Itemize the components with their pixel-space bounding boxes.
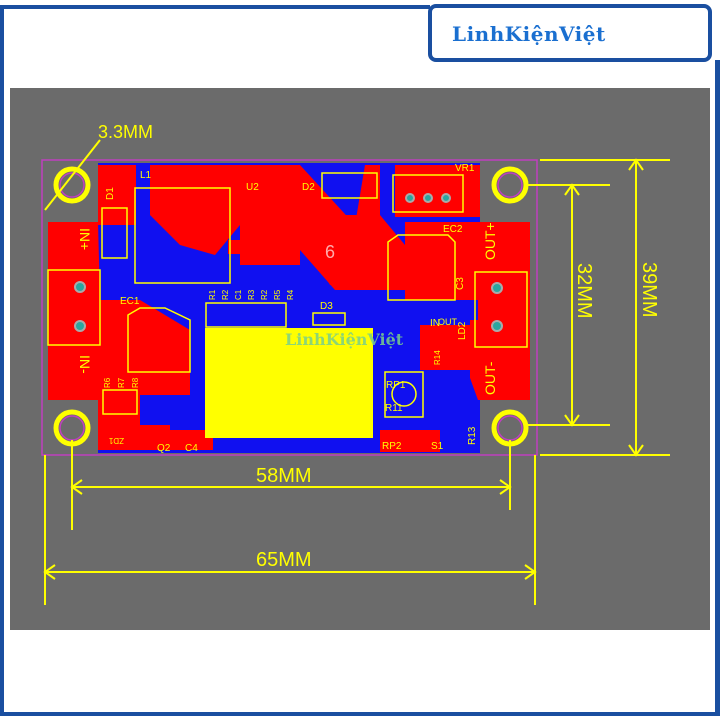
label-r5: R5: [273, 289, 282, 300]
frame-border-left: [0, 5, 4, 715]
dim-label-65: 65MM: [256, 549, 312, 571]
label-r14: R14: [433, 350, 442, 365]
label-c3: C3: [455, 277, 466, 290]
board-outline: [41, 159, 538, 456]
top-copper: [48, 165, 530, 452]
dim-label-58: 58MM: [256, 465, 312, 487]
logo-text: LinhKiệnViệt: [452, 22, 606, 46]
label-ec2: EC2: [443, 224, 463, 235]
switch-outline: [384, 371, 424, 418]
hole-bottom-right: [491, 409, 529, 447]
hole-bottom-left: [53, 409, 91, 447]
dim-label-32: 32MM: [573, 263, 595, 319]
hole-top-left: [53, 166, 91, 204]
label-ec1: EC1: [120, 296, 140, 307]
label-ld2: LD2: [457, 321, 468, 340]
label-c1: C1: [234, 289, 243, 300]
terminal-labels: IN+ IN- OUT+ OUT-: [77, 222, 498, 395]
label-out: OUT: [438, 317, 458, 327]
label-c4: C4: [185, 443, 198, 454]
out-terminal: [474, 271, 528, 348]
label-vr1: VR1: [455, 163, 475, 174]
hole-top-right: [491, 166, 529, 204]
ec1-outline: [127, 307, 191, 373]
label-r13: R13: [467, 426, 478, 445]
component-labels: L1 U2 D2 VR1 EC2 EC1 D3 RP1 R11 RP2 S1 Q…: [103, 163, 478, 454]
label-l1: L1: [140, 170, 152, 181]
label-in: IN: [430, 318, 440, 329]
label-r2b: R2: [260, 289, 269, 300]
label-r2: R2: [221, 289, 230, 300]
label-s1: S1: [431, 441, 444, 452]
dim-label-hole: 3.3MM: [98, 122, 153, 142]
dimension-lines: [43, 139, 670, 605]
display-module: [205, 328, 373, 438]
silkscreen: [47, 172, 528, 418]
label-r6: R6: [103, 377, 112, 388]
dimension-labels: 3.3MM 58MM 65MM 32MM 39MM: [98, 122, 660, 571]
terminal-pads: [74, 193, 503, 332]
d2-outline: [321, 172, 378, 199]
vr1-outline: [392, 174, 464, 213]
frame-border-right: [715, 60, 720, 715]
label-r7: R7: [117, 377, 126, 388]
label-out-plus: OUT+: [482, 222, 498, 260]
frame-border-top: [0, 5, 430, 9]
brand-logo: LinhKiệnViệt: [428, 4, 712, 62]
resistor-array: [205, 302, 287, 328]
label-r1: R1: [208, 289, 217, 300]
label-rp2: RP2: [382, 441, 402, 452]
inductor-outline: [134, 187, 231, 284]
label-zd1: ZD1: [108, 436, 124, 445]
label-in-minus: IN-: [77, 355, 93, 374]
label-r8: R8: [131, 377, 140, 388]
label-d1: D1: [105, 187, 116, 200]
label-6: 6: [325, 242, 335, 262]
label-d2: D2: [302, 182, 315, 193]
switch-button: [391, 381, 417, 407]
label-u2: U2: [246, 182, 259, 193]
label-rp1: RP1: [386, 380, 406, 391]
label-r4: R4: [286, 289, 295, 300]
label-d3: D3: [320, 301, 333, 312]
frame-border-bottom: [0, 712, 720, 716]
watermark: LinhKiệnViệt: [285, 330, 404, 349]
label-r3: R3: [247, 289, 256, 300]
label-q2: Q2: [157, 443, 171, 454]
label-r11: R11: [385, 403, 403, 414]
in-terminal: [47, 269, 101, 346]
label-out-minus: OUT-: [482, 361, 498, 395]
dim-label-39: 39MM: [638, 262, 660, 318]
label-in-plus: IN+: [77, 228, 93, 250]
ec2-outline: [387, 234, 456, 301]
d1-outline: [101, 207, 128, 259]
